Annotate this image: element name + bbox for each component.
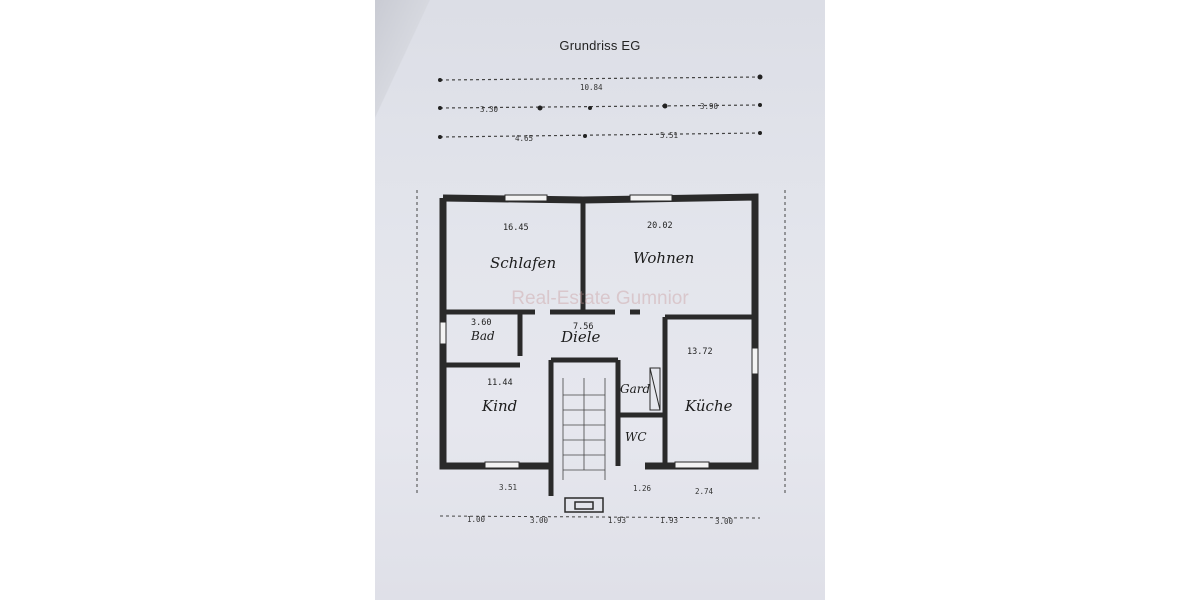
dim-bottom-1: 1.00 bbox=[467, 515, 486, 524]
closet-gard bbox=[649, 367, 661, 411]
interior-walls bbox=[443, 200, 755, 496]
room-area-diele: 7.56 bbox=[573, 322, 593, 332]
room-area-schlafen: 16.45 bbox=[503, 223, 529, 233]
dimension-lines-side bbox=[416, 190, 786, 495]
dim-top-right: 3.90 bbox=[700, 102, 719, 111]
watermark: Real-Estate Gumnior bbox=[511, 288, 689, 309]
room-label-wohnen: Wohnen bbox=[633, 249, 694, 267]
dimension-ticks-top bbox=[438, 74, 763, 139]
dim-row3-right: 5.51 bbox=[660, 131, 678, 140]
staircase bbox=[562, 378, 606, 480]
plan-title: Grundriss EG bbox=[559, 38, 641, 53]
dim-bottom-3: 1.93 bbox=[608, 516, 626, 525]
dim-inner-3: 2.74 bbox=[695, 487, 714, 496]
room-area-wohnen: 20.02 bbox=[647, 221, 673, 231]
room-label-diele: Diele bbox=[560, 328, 600, 346]
room-area-kueche: 13.72 bbox=[687, 347, 713, 357]
room-label-kueche: Küche bbox=[684, 397, 733, 415]
plan-sheet: Grundriss EG 10.84 3.30 3.90 4.65 5.51 bbox=[375, 0, 825, 600]
room-label-schlafen: Schlafen bbox=[490, 254, 556, 272]
room-label-gard: Gard bbox=[620, 382, 650, 396]
room-area-kind: 11.44 bbox=[487, 378, 513, 388]
dim-bottom-2: 3.00 bbox=[530, 516, 549, 525]
dim-row3-left: 4.65 bbox=[515, 134, 533, 143]
room-label-bad: Bad bbox=[470, 329, 495, 343]
dim-overall: 10.84 bbox=[580, 83, 603, 92]
dimension-line-bottom bbox=[439, 515, 761, 519]
room-area-bad: 3.60 bbox=[471, 318, 491, 328]
dim-inner-1: 3.51 bbox=[499, 483, 517, 492]
dim-bottom-4: 1.93 bbox=[660, 516, 678, 525]
dimension-lines-top bbox=[439, 76, 761, 138]
dim-bottom-5: 3.00 bbox=[715, 517, 734, 526]
dim-inner-2: 1.26 bbox=[633, 484, 652, 493]
entrance-step bbox=[564, 497, 604, 513]
dim-top-left: 3.30 bbox=[480, 105, 499, 114]
room-label-kind: Kind bbox=[481, 397, 517, 415]
room-label-wc: WC bbox=[625, 430, 647, 444]
windows bbox=[439, 194, 759, 469]
floor-plan: 10.84 3.30 3.90 4.65 5.51 bbox=[416, 74, 786, 526]
paper-fold-shadow bbox=[375, 0, 435, 130]
